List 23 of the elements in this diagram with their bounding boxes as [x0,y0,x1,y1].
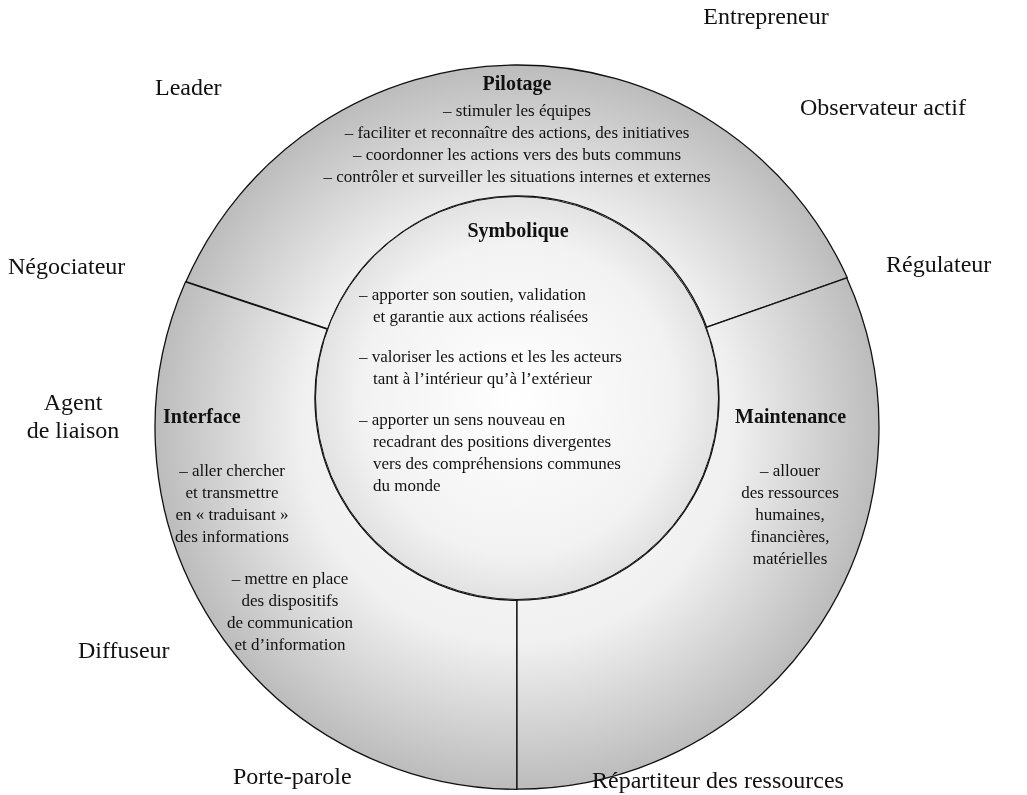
role-label: Diffuseur [78,636,170,664]
bullet-text: – allouer des ressources humaines, financières, matérielles [741,460,839,570]
role-label: Répartiteur des ressources [592,766,844,794]
role-label: Observateur actif [800,93,966,121]
role-label: Négociateur [8,252,126,280]
bullet-text: – valoriser les actions et les les acteurs tant à l’intérieur qu’à l’extérieur [359,346,622,390]
bullet-text: – apporter un sens nouveau en recadrant des positions divergentes vers des compréhensions communes du monde [359,409,621,497]
role-label: Leader [155,73,222,101]
role-label: Porte-parole [233,762,352,790]
bullet-text: – mettre en place des dispositifs de communication et d’information [226,568,353,656]
role-label: Régulateur [886,250,992,278]
bullet-text: – faciliter et reconnaître des actions, des initiatives [344,122,690,144]
section-heading: Interface [163,405,241,427]
bullet-text: – apporter son soutien, validation et garantie aux actions réalisées [359,284,589,328]
bullet-text: – stimuler les équipes [443,100,591,122]
section-heading: Symbolique [467,219,569,241]
bullet-text: – contrôler et surveiller les situations internes et externes [323,166,711,188]
role-label: Entrepreneur [703,2,829,30]
bullet-text: – coordonner les actions vers des buts communs [352,144,682,166]
section-heading: Maintenance [735,405,847,427]
section-heading: Pilotage [482,72,552,94]
role-label: Agent de liaison [26,388,120,444]
bullet-text: – aller chercher et transmettre en « traduisant » des informations [175,460,289,548]
